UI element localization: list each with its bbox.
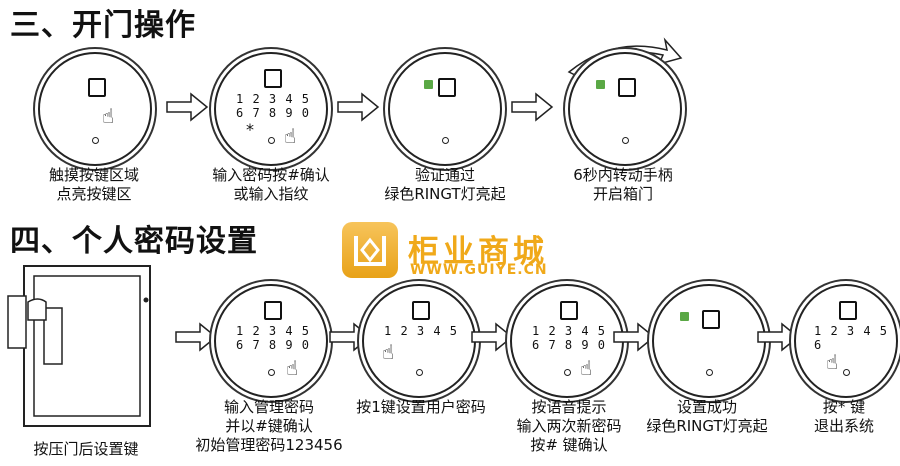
keypad-row-2: 6 7 8 9 0 <box>236 106 311 120</box>
caption-line: 绿色RINGT灯亮起 <box>384 185 506 203</box>
caption-line: 按1键设置用户密码 <box>356 398 486 416</box>
step-caption: 验证通过 绿色RINGT灯亮起 <box>370 166 520 204</box>
lock-dial-user-code: 1 2 3 4 5 ☝ <box>362 284 476 398</box>
lock-dial-open <box>568 52 682 166</box>
green-led-icon <box>424 80 433 90</box>
pointing-hand-icon: ☝ <box>286 356 299 380</box>
arrow-right-icon <box>166 92 209 122</box>
step-caption: 6秒内转动手柄 开启箱门 <box>558 166 688 204</box>
arrow-right-icon <box>757 322 800 352</box>
step-caption: 按压门后设置键 <box>6 440 166 459</box>
safe-door-illustration <box>7 265 151 427</box>
caption-line: 输入管理密码 <box>223 398 314 416</box>
green-led-icon <box>596 80 605 90</box>
pointing-hand-icon: ☝ <box>580 356 593 380</box>
step-caption: 按1键设置用户密码 <box>346 398 496 417</box>
keypad-row-1: 1 2 3 4 5 <box>384 324 459 338</box>
keyhole-icon <box>706 369 713 377</box>
lock-dial-new-code: 1 2 3 4 5 6 7 8 9 0 ☝ <box>510 284 624 398</box>
section-3-title: 三、开门操作 <box>10 8 196 43</box>
keypad-row-1: 1 2 3 4 5 <box>532 324 607 338</box>
caption-line: 并以#键确认 <box>225 417 313 435</box>
caption-line: 触摸按键区域 <box>48 166 139 184</box>
caption-line: 退出系统 <box>813 417 874 435</box>
arrow-right-icon <box>175 322 218 352</box>
keyhole-icon <box>564 369 571 377</box>
arrow-right-icon <box>337 92 380 122</box>
lock-dial-touch: ☝ <box>38 52 152 166</box>
caption-line: 按* 键 <box>822 398 866 416</box>
caption-line: 输入两次新密码 <box>516 417 622 435</box>
logo-name: 柜业商城 <box>408 234 548 270</box>
fingerprint-window-icon <box>88 78 106 98</box>
arrow-right-icon <box>471 322 514 352</box>
caption-line: 绿色RINGT灯亮起 <box>646 417 768 435</box>
step-caption: 设置成功 绿色RINGT灯亮起 <box>632 398 782 436</box>
caption-line: 按压门后设置键 <box>33 440 139 458</box>
caption-line: 输入密码按#确认 <box>212 166 330 184</box>
caption-line: 按语音提示 <box>531 398 607 416</box>
caption-line: 开启箱门 <box>592 185 653 203</box>
arrow-right-icon <box>511 92 554 122</box>
step-caption: 输入密码按#确认 或输入指纹 <box>196 166 346 204</box>
lock-dial-admin: 1 2 3 4 5 6 7 8 9 0 ☝ <box>214 284 328 398</box>
keyhole-icon <box>92 137 99 145</box>
keypad-row-1: 1 2 3 4 5 <box>236 324 311 338</box>
keyhole-icon <box>622 137 629 145</box>
section-4-title: 四、个人密码设置 <box>10 224 258 259</box>
lock-dial-verified <box>388 52 502 166</box>
keyhole-icon <box>268 369 275 377</box>
fingerprint-window-icon <box>702 310 720 330</box>
fingerprint-window-icon <box>438 78 456 98</box>
logo-url: WWW.GUIYE.CN <box>410 262 548 278</box>
keypad-row-2: 6 7 8 9 0 <box>532 338 607 352</box>
step-caption: 输入管理密码 并以#键确认 初始管理密码123456 <box>184 398 354 455</box>
logo-mark-icon <box>342 222 398 278</box>
step-caption: 按语音提示 输入两次新密码 按# 键确认 <box>494 398 644 455</box>
step-caption: 按* 键 退出系统 <box>794 398 894 436</box>
caption-line: 按# 键确认 <box>530 436 608 454</box>
caption-line: 初始管理密码123456 <box>195 436 343 454</box>
step-caption: 触摸按键区域 点亮按键区 <box>38 166 150 204</box>
fingerprint-window-icon <box>618 78 636 98</box>
star-key: * <box>246 120 254 139</box>
fingerprint-window-icon <box>264 301 282 321</box>
keypad-row-1: 1 2 3 4 5 <box>236 92 311 106</box>
caption-line: 验证通过 <box>414 166 475 184</box>
fingerprint-window-icon <box>839 301 857 321</box>
pointing-hand-icon: ☝ <box>382 340 395 364</box>
caption-line: 点亮按键区 <box>56 185 132 203</box>
caption-line: 设置成功 <box>676 398 737 416</box>
pointing-hand-icon: ☝ <box>102 104 115 128</box>
keypad-row-2: 6 7 8 9 0 <box>236 338 311 352</box>
pointing-hand-icon: ☝ <box>826 350 839 374</box>
green-led-icon <box>680 312 689 322</box>
lock-dial-success <box>652 284 766 398</box>
pointing-hand-icon: ☝ <box>284 124 297 148</box>
keypad-row-1: 1 2 3 4 5 <box>814 324 889 338</box>
lock-dial-exit: 1 2 3 4 5 6 ☝ <box>794 284 898 398</box>
keyhole-icon <box>268 137 275 145</box>
keyhole-icon <box>442 137 449 145</box>
keypad-row-2: 6 <box>814 338 823 352</box>
caption-line: 6秒内转动手柄 <box>573 166 673 184</box>
arrow-right-icon <box>613 322 656 352</box>
keyhole-icon <box>843 369 850 377</box>
fingerprint-window-icon <box>560 301 578 321</box>
fingerprint-window-icon <box>264 69 282 89</box>
lock-dial-keypad: 1 2 3 4 5 6 7 8 9 0 * ☝ <box>214 52 328 166</box>
caption-line: 或输入指纹 <box>233 185 309 203</box>
keyhole-icon <box>416 369 423 377</box>
fingerprint-window-icon <box>412 301 430 321</box>
